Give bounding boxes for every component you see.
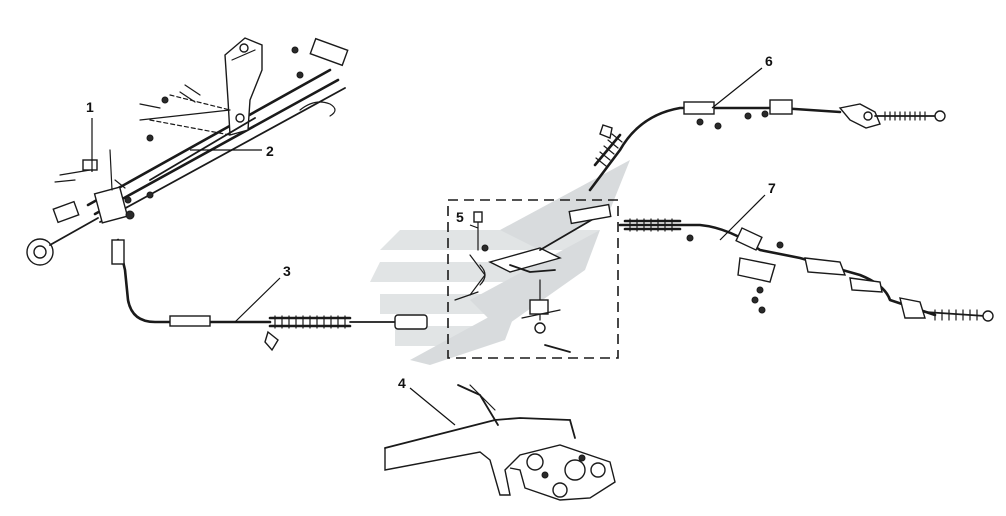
brake-lever-handle-assembly <box>384 384 616 501</box>
callout-label-2: 2 <box>266 143 274 159</box>
callout-label-6: 6 <box>765 53 773 69</box>
callout-label-3: 3 <box>283 263 291 279</box>
brake-lever-bracket-assembly <box>26 37 349 266</box>
callout-leaders <box>91 67 766 426</box>
front-brake-cable <box>111 238 428 352</box>
rear-left-brake-cable <box>618 218 994 322</box>
callout-label-5: 5 <box>456 209 464 225</box>
callout-label-1: 1 <box>86 99 94 115</box>
callout-label-7: 7 <box>768 180 776 196</box>
rear-right-brake-cable <box>588 99 946 192</box>
callout-label-4: 4 <box>398 375 406 391</box>
equalizer-assembly <box>447 199 619 359</box>
